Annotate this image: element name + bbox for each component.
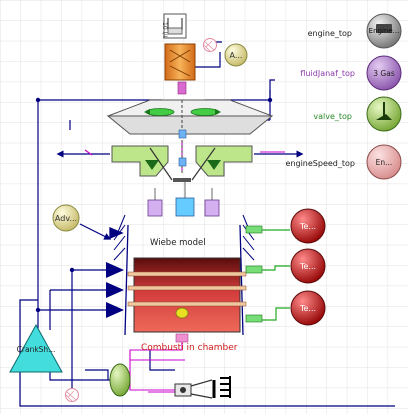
crankshaft-label: CrankSh... <box>17 345 56 354</box>
thermal-ports <box>245 225 263 323</box>
exhaust-port[interactable] <box>191 145 304 181</box>
wiebe-label: Wiebe model <box>150 238 206 248</box>
fluid-component[interactable]: fluidJanaf_top 3 Gas <box>300 55 402 91</box>
engine-top-label: engine_top <box>308 29 352 38</box>
thermal-sphere-1[interactable]: Te... <box>290 208 326 244</box>
junction-dots <box>35 97 273 313</box>
actuator-input[interactable]: A... <box>224 43 248 67</box>
actuator-label: A... <box>230 51 243 60</box>
crank-mechanism[interactable] <box>174 376 231 399</box>
thermal-sphere-2[interactable]: Te... <box>290 248 326 284</box>
combustion-label: Combusti in chamber <box>141 343 238 353</box>
hatched-source-bottom <box>65 388 79 402</box>
crankshaft-block[interactable]: CrankSh... <box>9 323 63 373</box>
intake-port[interactable] <box>56 145 173 181</box>
thermal-sphere-3[interactable]: Te... <box>290 290 326 326</box>
piston-top <box>173 178 191 182</box>
engine-speed-component[interactable]: engineSpeed_top En... <box>286 144 402 180</box>
engine-top-component[interactable]: engine_top Engine... <box>308 13 402 49</box>
gas-icon-text: 3 Gas <box>373 69 395 78</box>
fluid-label: fluidJanaf_top <box>300 69 355 78</box>
valve-head[interactable] <box>106 99 274 175</box>
flywheel[interactable] <box>109 363 131 397</box>
engine-top-icon-text: Engine... <box>369 27 400 35</box>
speed-icon-text: En... <box>376 158 393 167</box>
valve-component[interactable]: valve_top <box>313 96 402 132</box>
valve-label: valve_top <box>313 112 352 121</box>
hatched-source-top <box>203 38 217 52</box>
cam-actuator[interactable] <box>164 43 196 95</box>
tube-label: 10 I/II <box>161 22 168 39</box>
advance-input[interactable]: Adv... <box>52 204 112 240</box>
pressure-tube: 10 I/II <box>161 13 187 39</box>
thermal-3-label: Te... <box>299 304 316 313</box>
sensor-boxes[interactable] <box>147 182 220 217</box>
advance-label: Adv... <box>55 214 77 223</box>
heat-arrows <box>106 262 124 318</box>
thermal-2-label: Te... <box>299 262 316 271</box>
thermal-1-label: Te... <box>299 222 316 231</box>
combustion-chamber[interactable] <box>127 257 247 343</box>
speed-label: engineSpeed_top <box>286 159 355 168</box>
